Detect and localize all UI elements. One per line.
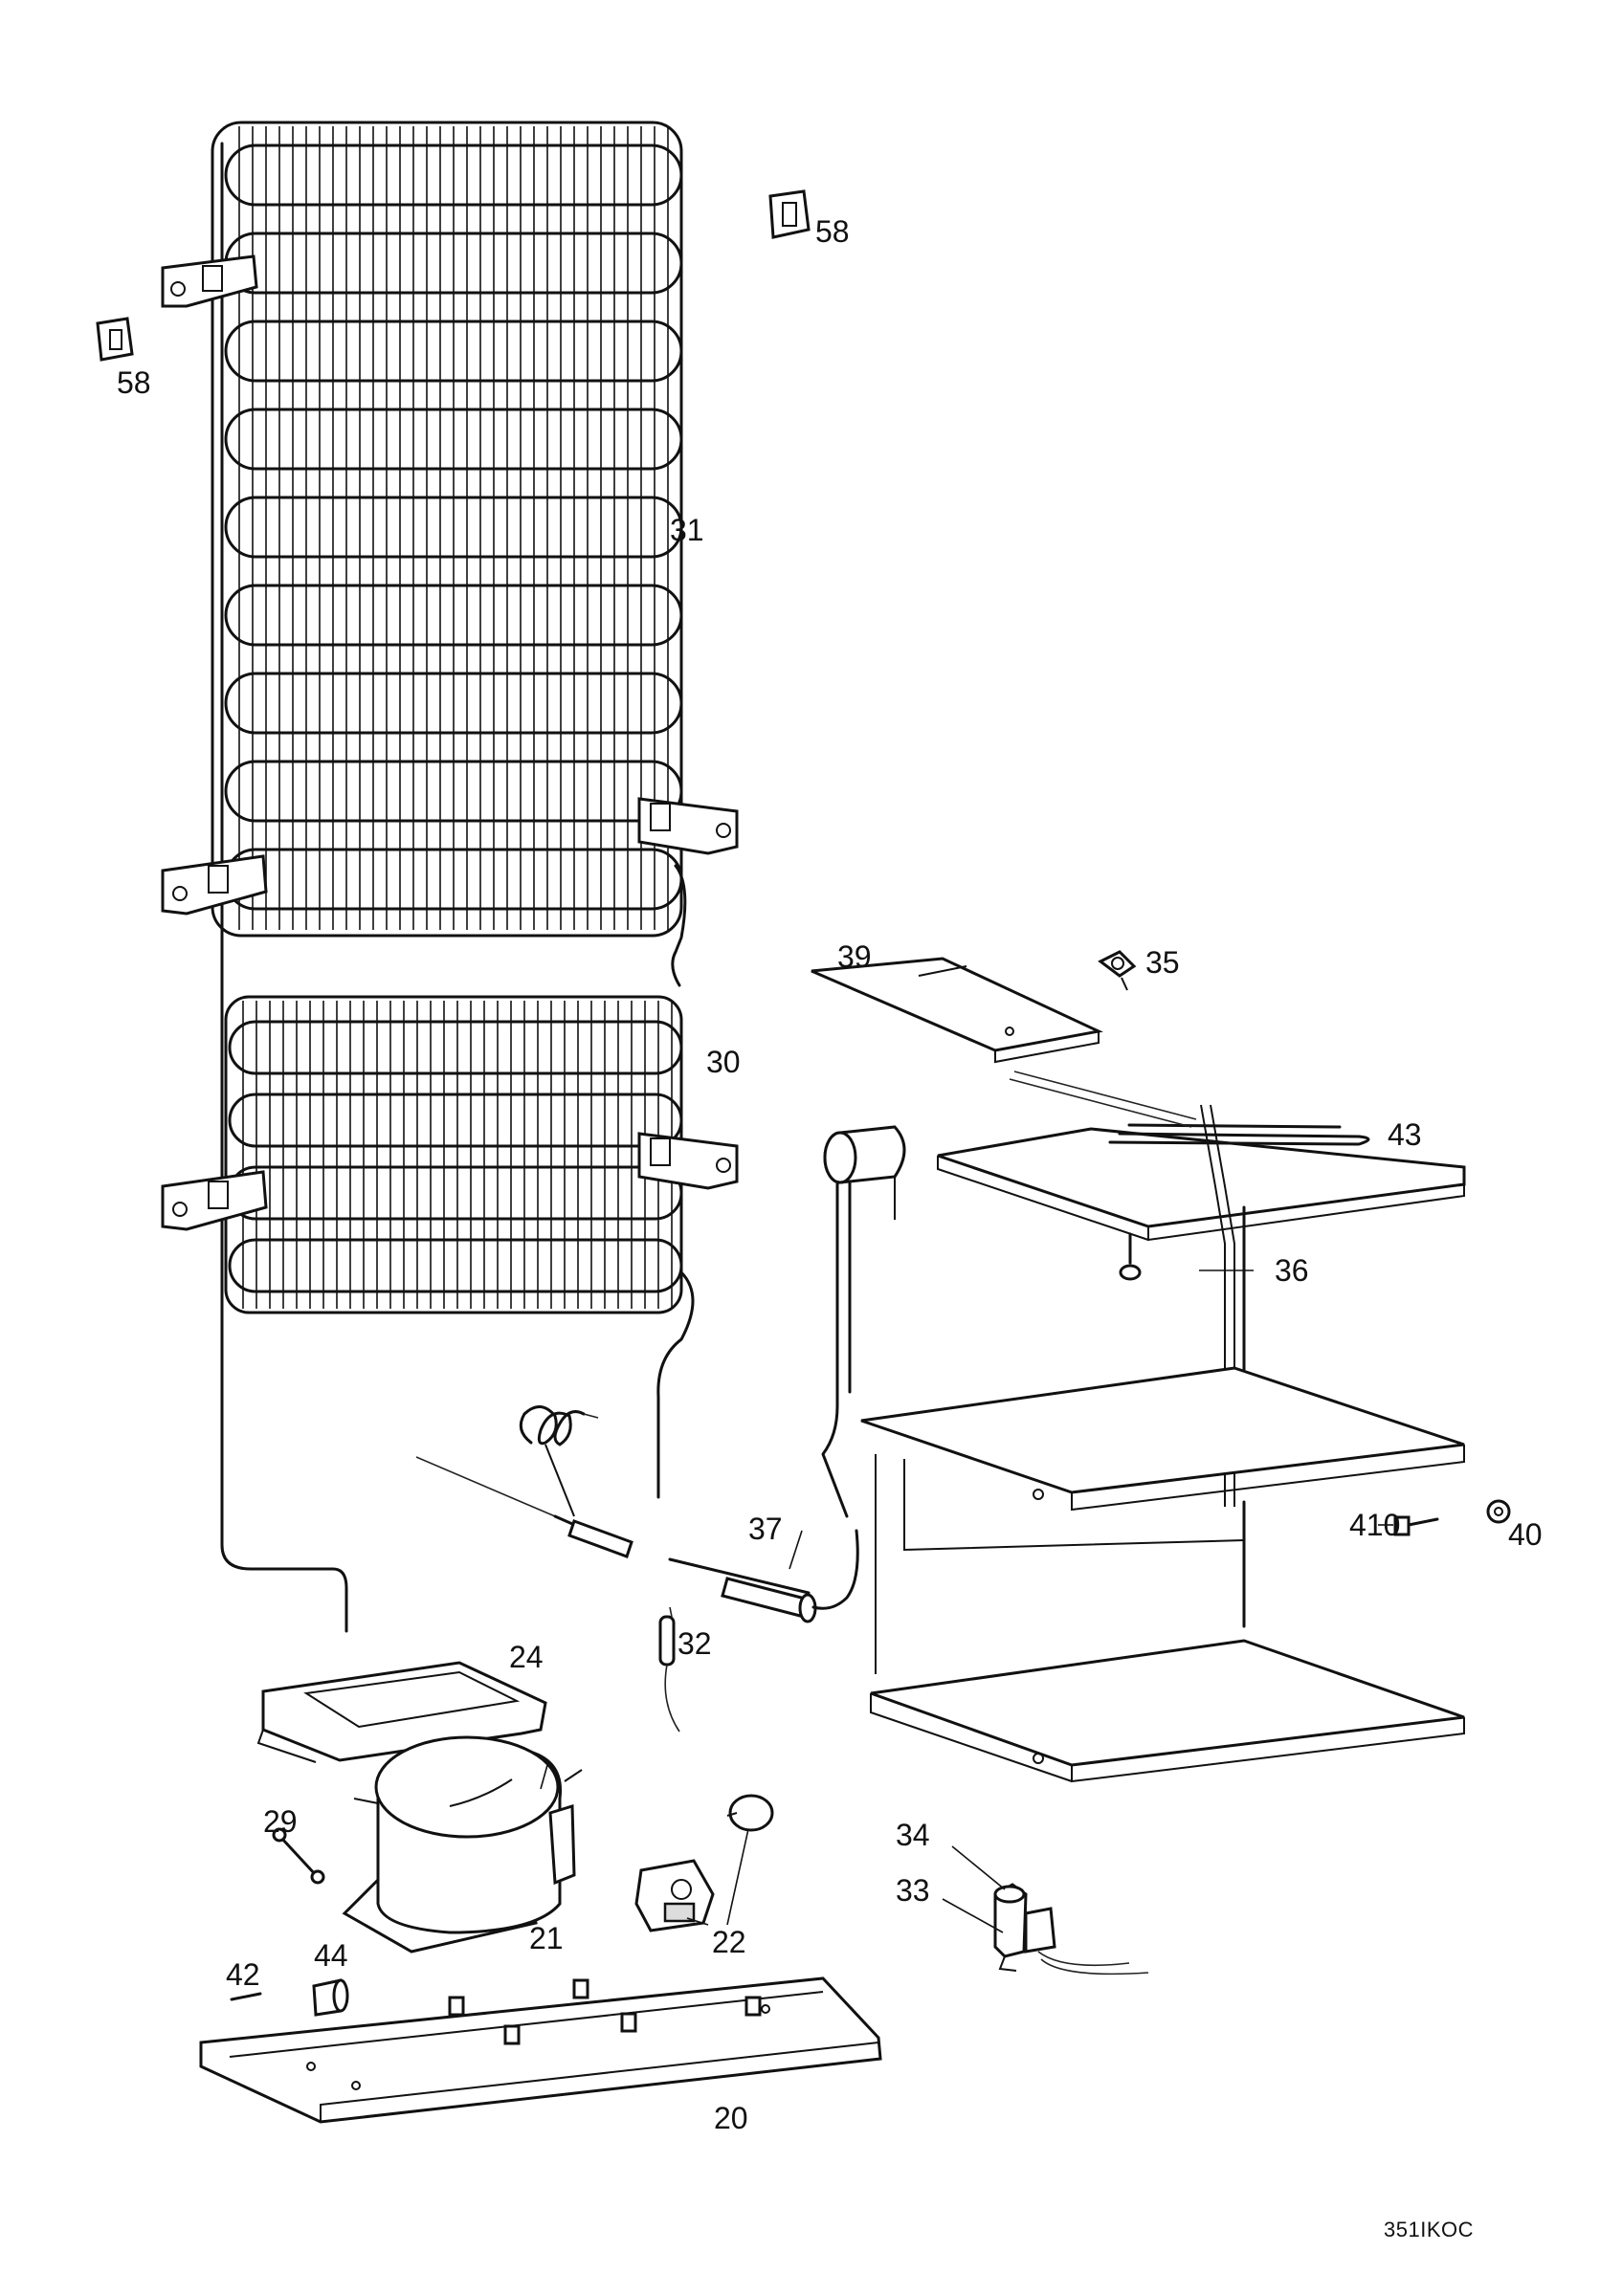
callout-37: 37	[748, 1512, 783, 1546]
condenser-bracket-right-mid	[637, 797, 739, 855]
callout-24: 24	[509, 1640, 544, 1674]
callout-410: 410	[1349, 1508, 1401, 1542]
relay-22	[634, 1794, 774, 1932]
evaporator-assembly	[821, 1071, 1466, 1783]
callout-21: 21	[529, 1921, 564, 1955]
condenser-upper-wires	[238, 126, 669, 930]
callout-40: 40	[1508, 1517, 1543, 1552]
callout-29: 29	[263, 1804, 298, 1839]
drawing-code: 351IKOC	[1384, 2218, 1474, 2241]
callout-36: 36	[1275, 1253, 1309, 1288]
part-33-34	[993, 1883, 1149, 1976]
clip-58-right	[768, 189, 811, 239]
callout-31: 31	[670, 513, 704, 547]
callout-43: 43	[1388, 1117, 1422, 1152]
base-plate-20	[199, 1976, 882, 2124]
condenser-bracket-right-low	[637, 1132, 739, 1190]
condenser-lower-wires	[242, 1001, 673, 1309]
callout-22: 22	[712, 1925, 746, 1959]
part-40	[1486, 1499, 1511, 1524]
part-44	[312, 1978, 349, 2017]
condenser-bracket-left-low	[161, 1170, 268, 1231]
callout-58-left: 58	[117, 365, 151, 400]
condenser-upper	[211, 121, 683, 938]
leader-lines	[540, 1269, 1393, 1933]
condenser-lower	[224, 995, 683, 1314]
condenser-upper-tubes	[224, 144, 683, 911]
drip-tray-24	[256, 1661, 547, 1763]
part-410	[1393, 1515, 1439, 1536]
callout-32: 32	[678, 1626, 712, 1661]
callout-44: 44	[314, 1938, 348, 1973]
callout-58-right: 58	[815, 214, 850, 249]
capillary-drier-assembly	[415, 1405, 859, 1623]
callout-20: 20	[714, 2101, 748, 2135]
part-29	[272, 1827, 325, 1885]
clip-58-left	[96, 317, 134, 362]
part-36	[1119, 1232, 1142, 1281]
condenser-bracket-left-top	[161, 254, 258, 308]
part-32	[658, 1606, 680, 1733]
callout-42: 42	[226, 1957, 260, 1992]
callout-30: 30	[706, 1045, 741, 1079]
callout-39: 39	[837, 939, 872, 974]
compressor-21	[342, 1735, 583, 1954]
part-42	[230, 1992, 262, 2001]
callout-33: 33	[896, 1873, 930, 1908]
condenser-bracket-left-mid	[161, 854, 268, 916]
callout-34: 34	[896, 1818, 930, 1852]
callout-35: 35	[1145, 945, 1180, 980]
part-35	[1098, 950, 1137, 991]
drain-tray-39	[811, 957, 1103, 1064]
